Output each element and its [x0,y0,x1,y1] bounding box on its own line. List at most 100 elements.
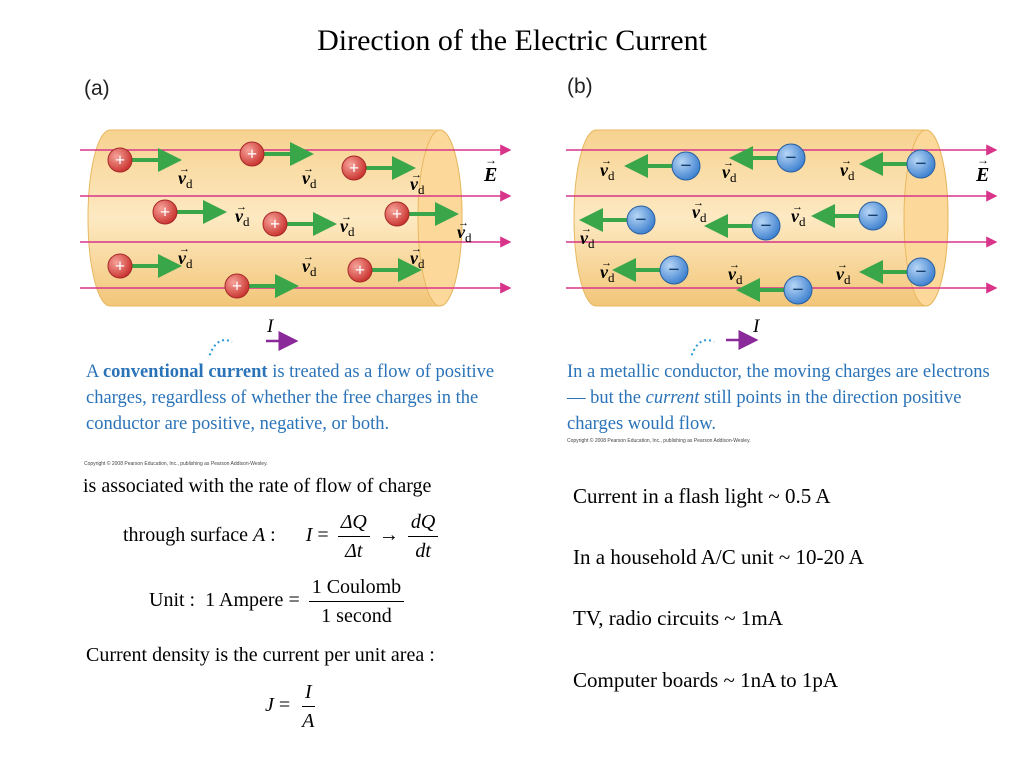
charge-sign: + [355,260,365,280]
positive-charge-ball [152,199,178,225]
current-label-b: I [752,316,761,337]
positive-charge-ball [347,257,373,283]
svg-text:→: → [977,153,989,167]
charge-sign: + [232,276,242,296]
charge-sign: + [115,150,125,170]
positive-charge: +vd→ [152,199,250,229]
positive-charge-ball [107,253,133,279]
electron: −vd→ [840,149,936,183]
electron-ball [671,151,701,181]
charge-sign: − [760,215,771,237]
charge-sign: + [115,256,125,276]
current-density-text: Current density is the current per unit … [86,644,435,666]
electron-ball [776,143,806,173]
svg-text:→: → [411,169,422,181]
rate-of-flow-text: is associated with the rate of flow of c… [83,475,432,497]
electron-ball [659,255,689,285]
example-ac-unit: In a household A/C unit ~ 10-20 A [573,545,864,569]
page-title: Direction of the Electric Current [317,24,707,57]
positive-charge-ball [262,211,288,237]
field-label-b: E [975,164,989,186]
electron: −vd→ [722,143,806,185]
charge-sign: + [349,158,359,178]
charge-sign: − [668,259,679,281]
charge-sign: + [270,214,280,234]
electron: −vd→ [579,197,707,235]
electron-ball [626,205,656,235]
positive-charge-ball [239,141,265,167]
svg-text:→: → [179,163,190,175]
charge-sign: − [792,279,803,301]
svg-text:→: → [693,197,704,209]
svg-text:→: → [485,153,497,167]
caption-a: A conventional current is treated as a f… [86,362,495,434]
svg-text:→: → [303,251,314,263]
conventional-current-diagram: E → +vd→+vd→+vd→+vd→+vd→+vd→+vd→+vd→+vd→… [80,129,512,358]
conductor-end [417,129,463,307]
current-label-a: I [266,316,275,337]
example-tv-radio: TV, radio circuits ~ 1mA [573,606,783,630]
positive-charge: +vd→ [384,201,472,245]
positive-charge: +vd→ [107,147,193,191]
electron-ball [858,201,888,231]
charge-sign: − [785,147,796,169]
electron-ball [906,257,936,287]
copyright-b: Copyright © 2008 Pearson Education, Inc.… [567,438,751,444]
electron-ball [906,149,936,179]
electron: −vd→ [600,255,689,285]
svg-text:→: → [303,163,314,175]
caption-b: In a metallic conductor, the moving char… [567,362,990,434]
example-computer-boards: Computer boards ~ 1nA to 1pA [573,668,839,692]
charge-sign: + [160,202,170,222]
panel-a-label: (a) [84,77,110,100]
charge-sign: − [915,153,926,175]
copyright-a: Copyright © 2008 Pearson Education, Inc.… [84,461,268,467]
electron: −vd→ [836,257,936,287]
electron: −vd→ [600,151,701,183]
charge-sign: − [867,205,878,227]
dotted-pointer [207,339,233,358]
electron-ball [783,275,813,305]
svg-text:→: → [601,257,612,269]
example-flashlight: Current in a flash light ~ 0.5 A [573,484,831,508]
positive-charge-ball [341,155,367,181]
positive-charge: +vd→ [341,155,425,197]
negative-charges: −vd→−vd→−vd→−vd→−vd→−vd→−vd→−vd→−vd→ [579,143,936,305]
charge-sign: − [915,261,926,283]
positive-charge-ball [224,273,250,299]
positive-charge: +vd→ [239,141,317,191]
positive-charge: +vd→ [224,251,317,299]
positive-charge-ball [107,147,133,173]
field-label-a: E [483,164,497,186]
positive-charge: +vd→ [347,243,425,283]
svg-text:→: → [723,157,734,169]
electron-flow-diagram: E → −vd→−vd→−vd→−vd→−vd→−vd→−vd→−vd→−vd→… [566,129,998,358]
svg-text:→: → [729,259,740,271]
positive-charge: +vd→ [262,211,355,239]
electron-ball [751,211,781,241]
svg-text:→: → [341,211,352,223]
charge-sign: − [635,209,646,231]
electron: −vd→ [728,259,813,305]
svg-text:→: → [837,259,848,271]
dotted-pointer [689,339,715,358]
panel-b-label: (b) [567,75,593,98]
electron: −vd→ [580,201,888,251]
electron: −vd→ [704,201,806,241]
charge-sign: + [247,144,257,164]
svg-text:→: → [792,201,803,213]
svg-text:→: → [179,243,190,255]
positive-charge: +vd→ [107,243,193,279]
svg-text:→: → [411,243,422,255]
positive-charges: +vd→+vd→+vd→+vd→+vd→+vd→+vd→+vd→+vd→ [107,141,472,299]
svg-text:→: → [458,217,469,229]
svg-text:→: → [841,155,852,167]
charge-sign: + [392,204,402,224]
svg-text:→: → [581,223,592,235]
svg-text:→: → [236,201,247,213]
svg-text:→: → [601,155,612,167]
positive-charge-ball [384,201,410,227]
